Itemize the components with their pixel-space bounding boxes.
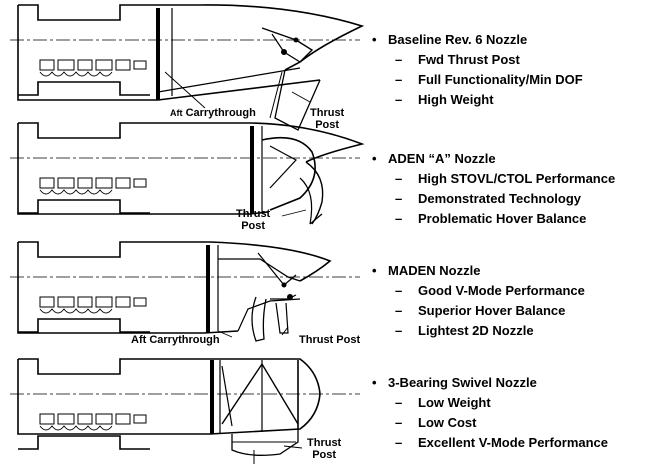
nozzle-3-item-3: –Lightest 2D Nozzle bbox=[395, 323, 534, 338]
nozzle-3-item-2: –Superior Hover Balance bbox=[395, 303, 566, 318]
panel-4-swivel-drawing bbox=[9, 358, 361, 464]
panel-1-baseline-drawing bbox=[9, 4, 365, 131]
panel-1-aft-carrythrough-label: Aft Carrythrough bbox=[170, 107, 256, 119]
nozzle-4-bullets: •3-Bearing Swivel Nozzle –Low Weight –Lo… bbox=[368, 375, 658, 451]
nozzle-2-item-2: –Demonstrated Technology bbox=[395, 191, 582, 206]
nozzle-2-title: •ADEN “A” Nozzle bbox=[372, 151, 496, 166]
nozzle-4-item-3: –Excellent V-Mode Performance bbox=[395, 435, 609, 450]
panel-3-aft-carrythrough-label: Aft Carrythrough bbox=[131, 334, 220, 346]
nozzle-2-bullets: •ADEN “A” Nozzle –High STOVL/CTOL Perfor… bbox=[368, 151, 658, 227]
nozzle-2-item-1: –High STOVL/CTOL Performance bbox=[395, 171, 616, 186]
nozzle-3-item-1: –Good V-Mode Performance bbox=[395, 283, 585, 298]
panel-4-thrust-post-label: Thrust Post bbox=[307, 437, 342, 461]
nozzle-3-title: •MADEN Nozzle bbox=[372, 263, 481, 278]
panel-3-thrust-post-label: Thrust Post bbox=[299, 334, 361, 346]
nozzle-2-item-3: –Problematic Hover Balance bbox=[395, 211, 587, 226]
panel-2-thrust-post-label: Thrust Post bbox=[236, 208, 271, 232]
nozzle-1-item-3: –High Weight bbox=[395, 92, 494, 107]
panel-1-thrust-post-label: Thrust Post bbox=[310, 107, 345, 131]
nozzle-1-item-2: –Full Functionality/Min DOF bbox=[395, 72, 583, 87]
nozzle-4-title: •3-Bearing Swivel Nozzle bbox=[372, 375, 537, 390]
nozzle-1-item-1: –Fwd Thrust Post bbox=[395, 52, 520, 67]
nozzle-4-item-2: –Low Cost bbox=[395, 415, 477, 430]
nozzle-1-bullets: •Baseline Rev. 6 Nozzle –Fwd Thrust Post… bbox=[368, 32, 658, 108]
nozzle-1-title: •Baseline Rev. 6 Nozzle bbox=[372, 32, 528, 47]
nozzle-3-bullets: •MADEN Nozzle –Good V-Mode Performance –… bbox=[368, 263, 658, 339]
nozzle-4-item-1: –Low Weight bbox=[395, 395, 491, 410]
panel-3-maden-drawing bbox=[9, 241, 361, 342]
panel-2-aden-drawing bbox=[9, 122, 365, 225]
